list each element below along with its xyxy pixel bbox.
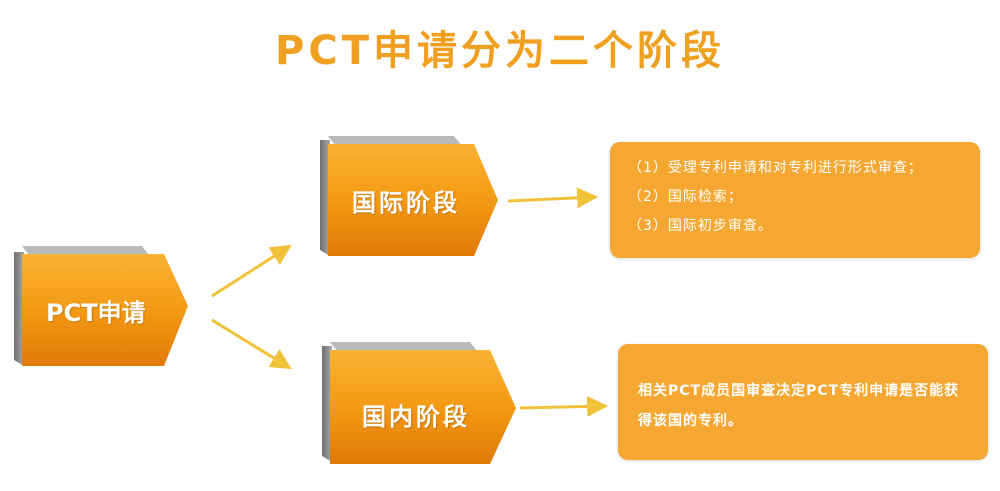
root-block-label: PCT申请 [46,299,146,327]
arrow-root-to-domestic [211,318,292,370]
international-stage-info-box: （1）受理专利申请和对专利进行形式审查； （2）国际检索； （3）国际初步审查。 [610,142,980,258]
domestic-block-top-edge [330,342,478,352]
root-block-side [14,252,24,366]
domestic-stage-description: 相关PCT成员国审查决定PCT专利申请是否能获得该国的专利。 [638,383,960,429]
international-stage-label: 国际阶段 [352,189,460,217]
arrow-domestic-to-info [519,395,609,417]
list-item: （2）国际检索； [628,189,743,205]
arrow-root-to-international [211,244,292,298]
international-block-top-edge [328,136,462,146]
international-stage-item-list: （1）受理专利申请和对专利进行形式审查； （2）国际检索； （3）国际初步审查。 [610,142,980,241]
domestic-block-face [330,350,516,464]
root-block-face [22,254,188,366]
page-title: PCT申请分为二个阶段 [275,28,725,74]
domestic-stage-block [322,342,516,464]
arrow-international-to-info [507,187,599,209]
domestic-stage-info-box: 相关PCT成员国审查决定PCT专利申请是否能获得该国的专利。 [618,344,988,460]
list-item: （3）国际初步审查。 [628,218,773,234]
root-block [14,246,188,366]
root-block-top-edge [22,246,150,256]
international-block-side [320,140,330,256]
domestic-block-side [322,346,332,462]
domestic-stage-label: 国内阶段 [362,403,470,431]
list-item: （1）受理专利申请和对专利进行形式审查； [628,160,923,176]
international-block-face [328,144,498,256]
international-stage-block [320,136,498,256]
